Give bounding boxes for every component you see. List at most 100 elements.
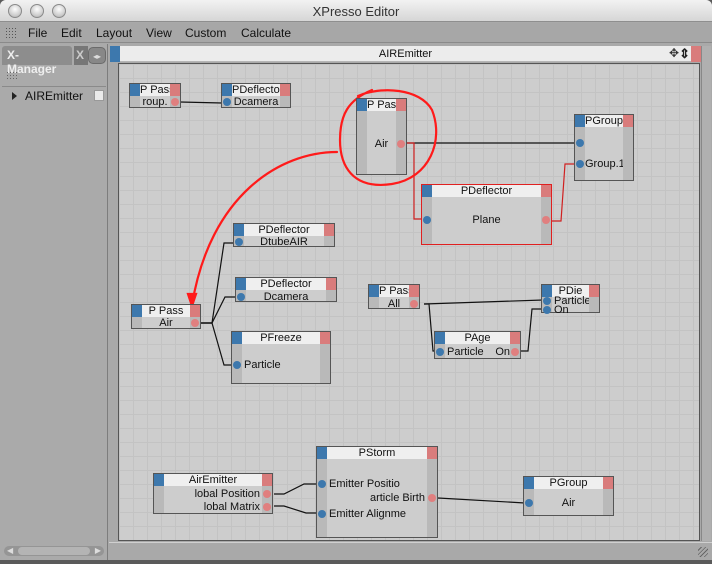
node-header[interactable] <box>575 115 633 127</box>
node-header[interactable] <box>130 84 180 96</box>
node-header[interactable] <box>154 474 272 486</box>
node-header[interactable] <box>542 285 599 297</box>
tree-item-airemitter[interactable]: AIREmitter <box>25 89 84 103</box>
node-ppass1[interactable]: P Passroup. <box>129 83 181 108</box>
zoom-icon[interactable]: ⇕ <box>679 46 690 61</box>
output-ports-button[interactable] <box>589 285 599 297</box>
input-port[interactable] <box>237 293 245 301</box>
output-port[interactable] <box>511 348 519 356</box>
output-port[interactable] <box>191 319 199 327</box>
input-ports-button[interactable] <box>236 278 246 290</box>
input-ports-button[interactable] <box>132 305 142 317</box>
input-ports-button[interactable] <box>369 285 379 297</box>
input-port[interactable] <box>543 306 551 314</box>
disclosure-triangle-icon[interactable] <box>12 92 17 100</box>
node-header[interactable] <box>234 224 334 236</box>
node-header[interactable] <box>232 332 330 344</box>
node-ppass4[interactable]: P PassAll <box>368 284 420 310</box>
input-ports-button[interactable] <box>422 185 432 197</box>
output-ports-button[interactable] <box>262 474 272 486</box>
output-port[interactable] <box>171 98 179 106</box>
input-port[interactable] <box>318 510 326 518</box>
node-header[interactable] <box>357 99 406 111</box>
node-header[interactable] <box>222 84 290 96</box>
input-ports-button[interactable] <box>575 115 585 127</box>
close-window-button[interactable] <box>8 4 22 18</box>
input-port[interactable] <box>436 348 444 356</box>
input-ports-button[interactable] <box>435 332 445 344</box>
scroll-right-icon[interactable]: ▶ <box>94 546 101 555</box>
input-ports-button[interactable] <box>130 84 140 96</box>
input-ports-button[interactable] <box>357 99 367 111</box>
output-port[interactable] <box>263 503 271 511</box>
output-ports-button[interactable] <box>324 224 334 236</box>
input-port[interactable] <box>233 361 241 369</box>
output-ports-button[interactable] <box>280 84 290 96</box>
node-header[interactable] <box>317 447 437 459</box>
input-port[interactable] <box>318 480 326 488</box>
input-port[interactable] <box>223 98 231 106</box>
menu-calculate[interactable]: Calculate <box>241 26 292 40</box>
menu-view[interactable]: View <box>146 26 172 40</box>
output-ports-button[interactable] <box>541 185 551 197</box>
output-ports-button[interactable] <box>603 477 613 489</box>
input-port[interactable] <box>576 160 584 168</box>
input-port[interactable] <box>423 216 431 224</box>
output-ports-button[interactable] <box>320 332 330 344</box>
input-ports-button[interactable] <box>232 332 242 344</box>
menu-layout[interactable]: Layout <box>96 26 133 40</box>
node-header[interactable] <box>236 278 336 290</box>
output-port[interactable] <box>397 140 405 148</box>
input-ports-button[interactable] <box>154 474 164 486</box>
input-ports-button[interactable] <box>234 224 244 236</box>
input-ports-button[interactable] <box>317 447 327 459</box>
output-ports-button[interactable] <box>510 332 520 344</box>
menu-file[interactable]: File <box>28 26 48 40</box>
output-ports-button[interactable] <box>409 285 419 297</box>
input-port[interactable] <box>525 499 533 507</box>
node-header[interactable] <box>369 285 419 297</box>
left-right-arrows-icon[interactable]: ◂▸ <box>88 47 106 64</box>
zoom-window-button[interactable] <box>52 4 66 18</box>
input-port[interactable] <box>543 297 551 305</box>
output-port[interactable] <box>542 216 550 224</box>
output-ports-button[interactable] <box>396 99 406 111</box>
output-port[interactable] <box>428 494 436 502</box>
scroll-left-icon[interactable]: ◀ <box>7 546 14 555</box>
node-header[interactable] <box>422 185 551 197</box>
output-port[interactable] <box>410 300 418 308</box>
input-ports-button[interactable] <box>524 477 534 489</box>
output-ports-button[interactable] <box>427 447 437 459</box>
horizontal-scrollbar[interactable]: ◀ ▶ <box>4 546 104 556</box>
second-tab[interactable]: X <box>74 46 88 65</box>
scrollbar-thumb[interactable] <box>18 547 90 555</box>
input-ports-button[interactable] <box>542 285 552 297</box>
output-ports-button[interactable] <box>170 84 180 96</box>
menu-edit[interactable]: Edit <box>61 26 82 40</box>
output-ports-button[interactable] <box>326 278 336 290</box>
node-header[interactable] <box>524 477 613 489</box>
input-port[interactable] <box>576 139 584 147</box>
move-icon[interactable]: ✥ <box>668 46 679 60</box>
node-header[interactable] <box>435 332 520 344</box>
input-ports-button[interactable] <box>222 84 232 96</box>
minimize-window-button[interactable] <box>30 4 44 18</box>
menu-custom[interactable]: Custom <box>185 26 227 40</box>
input-port[interactable] <box>235 238 243 246</box>
output-ports-button[interactable] <box>623 115 633 127</box>
resize-grip-icon[interactable] <box>698 547 708 557</box>
output-port[interactable] <box>263 490 271 498</box>
x-manager-tab[interactable]: X-Manager <box>2 46 72 76</box>
